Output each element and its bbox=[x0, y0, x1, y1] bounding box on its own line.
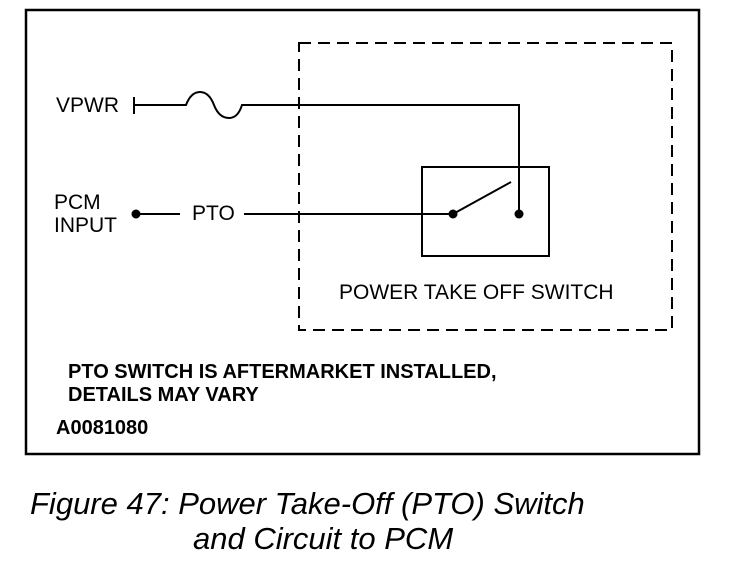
vpwr-wire-with-fuse bbox=[134, 90, 520, 212]
vpwr-label: VPWR bbox=[56, 94, 119, 117]
figure-id: A0081080 bbox=[56, 417, 149, 439]
pcm-input-label-line2: INPUT bbox=[54, 214, 117, 237]
switch-boundary-dashed bbox=[298, 42, 673, 331]
outer-frame bbox=[24, 8, 701, 456]
wiring-diagram-svg bbox=[24, 8, 701, 456]
figure-caption-line2: and Circuit to PCM bbox=[193, 521, 454, 556]
note-line1: PTO SWITCH IS AFTERMARKET INSTALLED, bbox=[68, 361, 497, 383]
switch-arm bbox=[452, 181, 512, 215]
switch-caption: POWER TAKE OFF SWITCH bbox=[339, 281, 614, 304]
switch-contact-right bbox=[514, 209, 524, 219]
switch-box bbox=[421, 166, 550, 257]
pcm-input-label-line1: PCM bbox=[54, 191, 101, 214]
wiring-diagram bbox=[24, 8, 701, 456]
figure-caption-line1: Figure 47: Power Take-Off (PTO) Switch bbox=[30, 486, 585, 521]
note-line2: DETAILS MAY VARY bbox=[68, 384, 259, 406]
pto-label: PTO bbox=[192, 202, 235, 225]
